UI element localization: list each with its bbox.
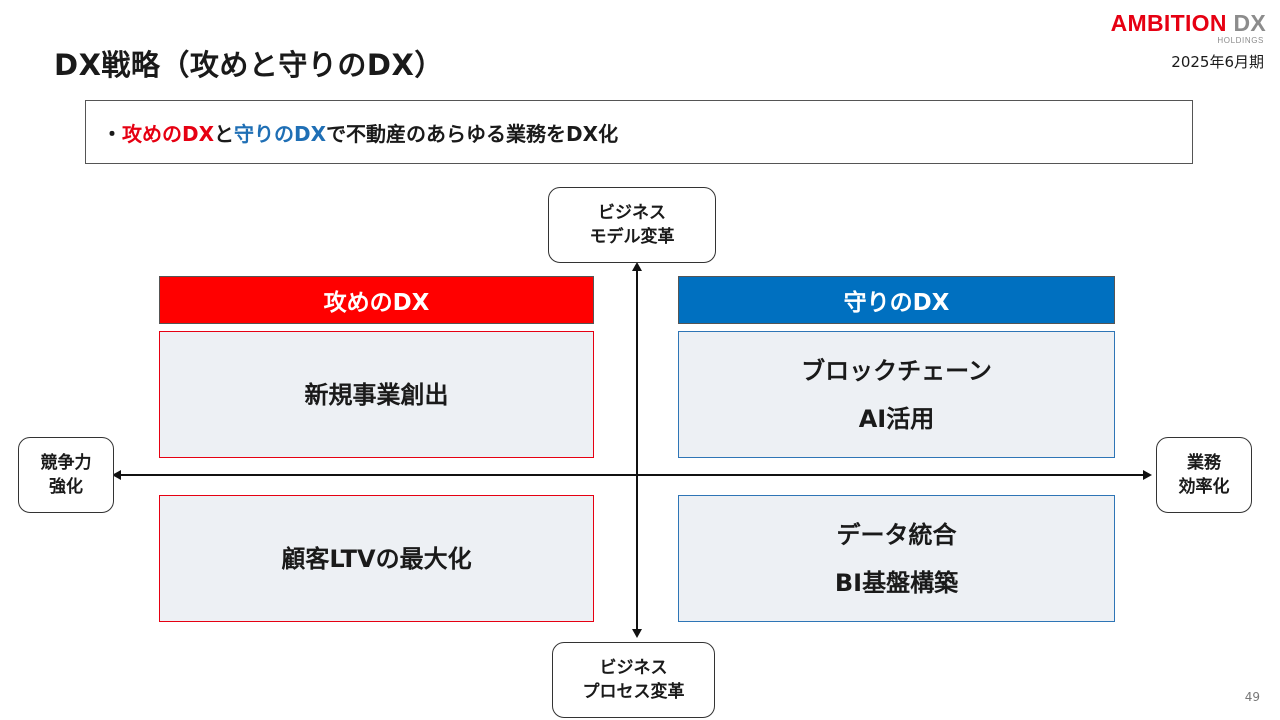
quadrant-item: ブロックチェーン [801,356,992,385]
page-number: 49 [1244,690,1260,704]
axis-label-left: 競争力 強化 [18,437,114,513]
attack-dx-header: 攻めのDX [159,276,594,324]
summary-attack-text: 攻めのDX [122,121,215,146]
axis-label-line: プロセス変革 [582,682,685,702]
axis-label-line: 競争力 [40,453,92,473]
arrow-right-icon [1143,470,1152,480]
arrow-down-icon [632,629,642,638]
quadrant-item: BI基盤構築 [834,568,959,597]
quadrant-attack-top: 新規事業創出 [159,331,594,458]
axis-label-line: ビジネス [599,658,668,678]
axis-label-line: ビジネス [598,203,666,223]
quadrant-item: 新規事業創出 [304,380,449,409]
logo-main-text: AMBITION [1110,10,1227,36]
arrow-up-icon [632,262,642,271]
logo-subtext: HOLDINGS [1217,36,1264,45]
summary-bullet: ・ [102,121,122,146]
logo-wordmark: AMBITION DX [1098,10,1266,36]
axis-label-top: ビジネス モデル変革 [548,187,716,263]
axis-label-line: 効率化 [1178,477,1230,497]
quadrant-item: データ統合 [836,520,957,549]
arrow-left-icon [112,470,121,480]
defense-dx-header: 守りのDX [678,276,1115,324]
axis-label-line: モデル変革 [589,227,675,247]
quadrant-item: 顧客LTVの最大化 [281,544,472,573]
company-logo: AMBITION DX HOLDINGS [1098,10,1266,46]
fiscal-period: 2025年6月期 [1171,53,1264,71]
summary-defense-text: 守りのDX [234,121,327,146]
summary-connector: と [214,121,235,146]
axis-label-line: 強化 [49,477,83,497]
axis-label-right: 業務 効率化 [1156,437,1252,513]
quadrant-defense-top: ブロックチェーン AI活用 [678,331,1115,458]
summary-rest: で不動産のあらゆる業務をDX化 [326,121,619,146]
quadrant-item: AI活用 [858,404,935,433]
axis-label-bottom: ビジネス プロセス変革 [552,642,715,718]
horizontal-axis [118,474,1144,476]
summary-box: ・ 攻めのDX と 守りのDX で不動産のあらゆる業務をDX化 [85,100,1193,164]
page-title: DX戦略（攻めと守りのDX） [54,48,444,82]
vertical-axis [636,266,638,630]
logo-dx-text: DX [1233,10,1266,36]
axis-label-line: 業務 [1187,453,1221,473]
quadrant-attack-bottom: 顧客LTVの最大化 [159,495,594,622]
quadrant-defense-bottom: データ統合 BI基盤構築 [678,495,1115,622]
